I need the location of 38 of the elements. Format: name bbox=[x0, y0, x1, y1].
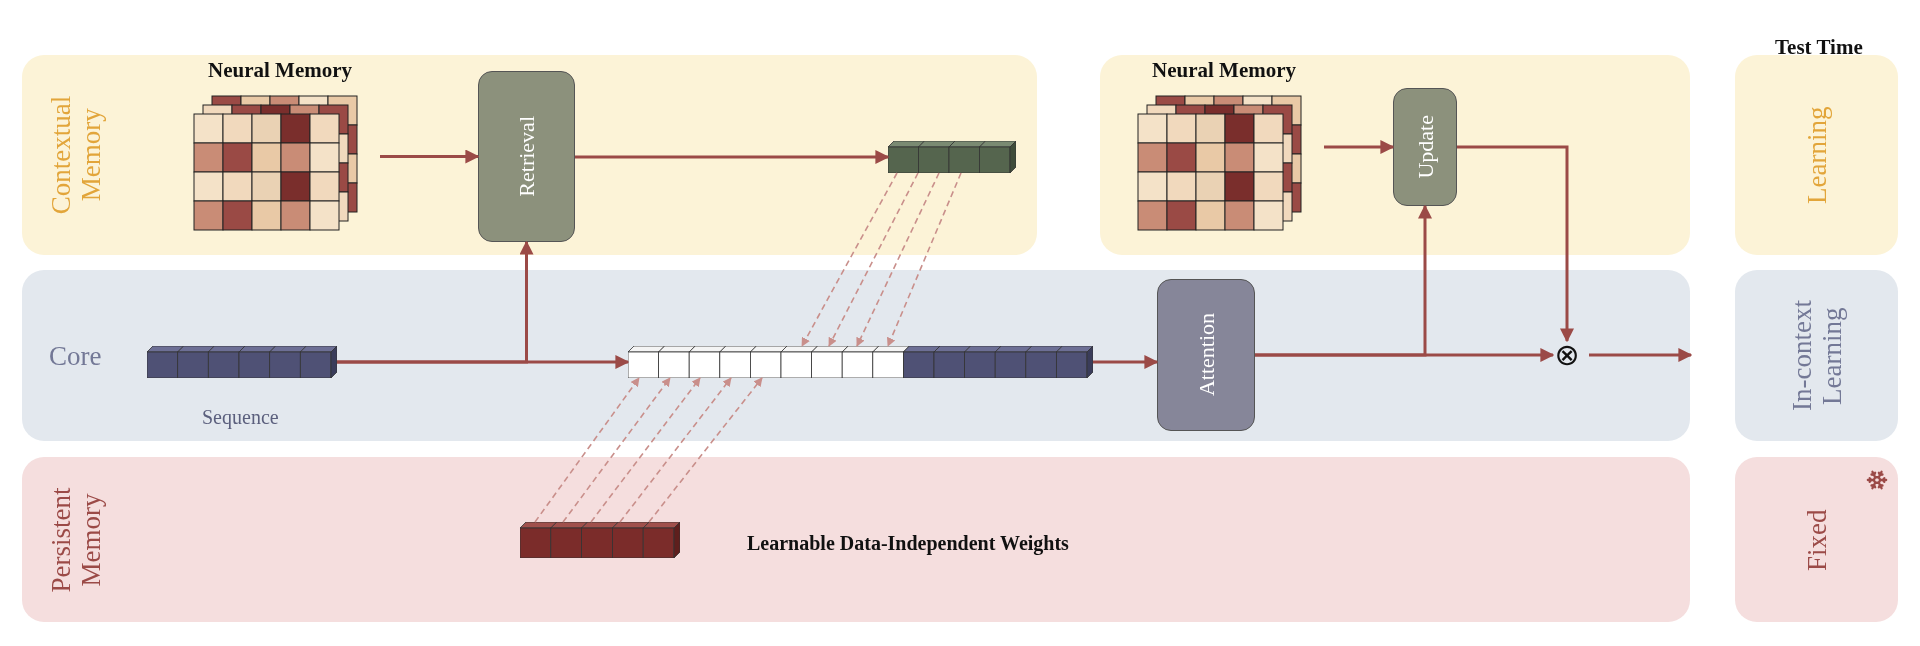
band-panel bbox=[22, 270, 1690, 441]
multiply-symbol: ⊗ bbox=[1553, 341, 1581, 369]
arrow bbox=[1589, 348, 1693, 362]
band-label: Fixed bbox=[1801, 507, 1832, 573]
node-label: Sequence bbox=[202, 405, 279, 431]
band-label: Core bbox=[49, 340, 102, 371]
dashed-arrow bbox=[619, 377, 732, 523]
phase-box bbox=[1735, 270, 1898, 441]
arrow bbox=[1457, 145, 1574, 343]
dashed-arrow bbox=[856, 172, 940, 347]
arrow bbox=[380, 149, 480, 164]
phase-box bbox=[1735, 457, 1898, 622]
process-box: Update bbox=[1393, 88, 1457, 206]
node-label: Test Time bbox=[1775, 34, 1863, 61]
heading: Neural Memory bbox=[208, 58, 352, 82]
dashed-arrow bbox=[887, 172, 962, 347]
band-panel bbox=[1100, 55, 1690, 255]
node-label: Learnable Data-Independent Weights bbox=[747, 531, 1069, 557]
arrow bbox=[1093, 355, 1159, 369]
arrow bbox=[337, 240, 534, 364]
band-label: Learning bbox=[1801, 105, 1832, 206]
dashed-arrow bbox=[828, 172, 919, 347]
band-label: Persistent Memory bbox=[46, 487, 106, 592]
band-label: Contextual Memory bbox=[46, 95, 106, 215]
band-panel bbox=[22, 55, 1037, 255]
dashed-arrow bbox=[801, 172, 898, 347]
heading: Neural Memory bbox=[1152, 58, 1296, 82]
arrow bbox=[575, 150, 890, 164]
dashed-arrow bbox=[562, 377, 671, 523]
dashed-arrow bbox=[534, 377, 640, 523]
band-panel bbox=[22, 457, 1690, 622]
process-box: Attention bbox=[1157, 279, 1255, 431]
arrow bbox=[1324, 140, 1395, 154]
arrow bbox=[1255, 204, 1432, 357]
dashed-arrow bbox=[590, 377, 701, 523]
process-box: Retrieval bbox=[478, 71, 575, 242]
band-label: In-context Learning bbox=[1786, 299, 1847, 413]
dashed-arrow bbox=[648, 377, 763, 523]
